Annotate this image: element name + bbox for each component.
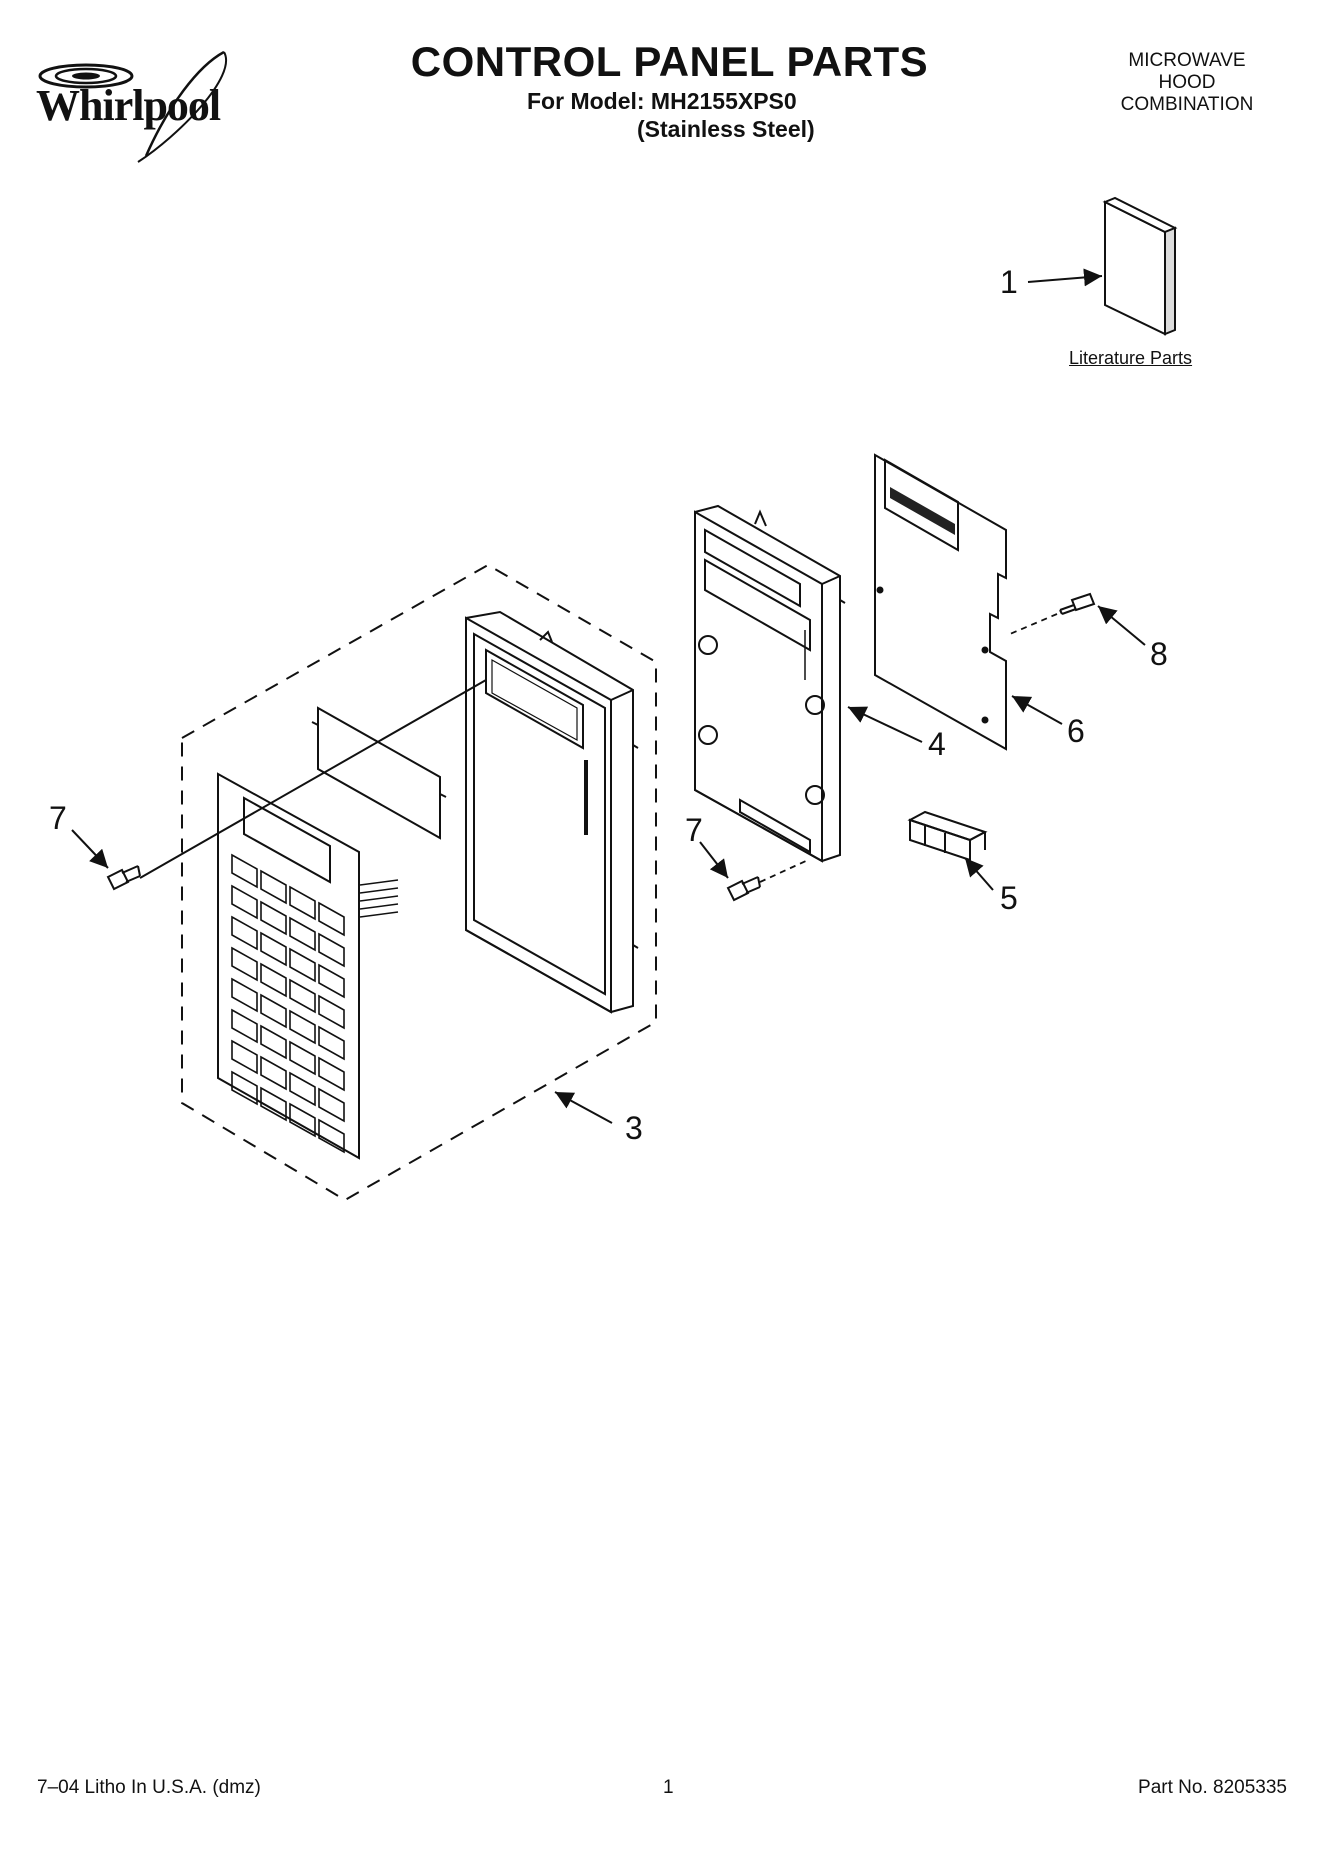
leader-line [554, 1091, 613, 1124]
keypad-membrane [217, 772, 399, 1160]
keypad-key [231, 915, 258, 951]
keypad-key [260, 900, 287, 936]
callout-1: 1 [1000, 264, 1018, 300]
keypad-key [289, 1040, 316, 1076]
keypad-key [318, 994, 345, 1030]
literature-part [1102, 196, 1178, 336]
assembly-outline [181, 563, 657, 1202]
keypad-key [260, 962, 287, 998]
leader-line [1011, 695, 1063, 725]
page-number: 1 [663, 1777, 674, 1798]
model-line: For Model: MH2155XPS0 [527, 88, 797, 114]
keypad-key [289, 978, 316, 1014]
alignment-line [759, 859, 809, 883]
keypad-key [289, 1071, 316, 1107]
alignment-line [1009, 613, 1058, 635]
product-type: MICROWAVE HOOD COMBINATION [1087, 50, 1287, 116]
callout-6: 6 [1067, 713, 1085, 749]
keypad-key [260, 931, 287, 967]
callout-7-middle: 7 [685, 812, 703, 848]
callout-3: 3 [625, 1110, 643, 1146]
keypad-key [231, 977, 258, 1013]
panel-clip [907, 810, 988, 862]
keypad-key [231, 1039, 258, 1075]
control-board [874, 453, 1007, 751]
finish-line: (Stainless Steel) [637, 116, 815, 142]
screw-part-7-middle [726, 876, 761, 902]
keypad-key [318, 963, 345, 999]
leader-line [847, 706, 923, 743]
product-type-line: MICROWAVE [1128, 50, 1246, 71]
logo-swirl-icon [38, 50, 227, 163]
leader-line [71, 829, 109, 869]
keypad-key [260, 1024, 287, 1060]
keypad-key [289, 885, 316, 921]
callout-8: 8 [1150, 636, 1168, 672]
keypad-key [231, 884, 258, 920]
part-number: Part No. 8205335 [1138, 1777, 1287, 1798]
brand-logo: Whirlpool [28, 46, 273, 166]
litho-note: 7–04 Litho In U.S.A. (dmz) [37, 1777, 261, 1798]
keypad-key [318, 932, 345, 968]
control-panel-frame [465, 610, 639, 1014]
display-window [311, 706, 447, 840]
keypad-keys [231, 853, 345, 1154]
keypad-key [231, 946, 258, 982]
keypad-key [318, 1087, 345, 1123]
brand-wordmark: Whirlpool [36, 81, 221, 130]
leader-line [699, 841, 729, 879]
screw-part-7-left [106, 865, 141, 891]
keypad-key [318, 1118, 345, 1154]
callout-7-left: 7 [49, 800, 67, 836]
leader-line [1027, 268, 1103, 287]
keypad-key [260, 869, 287, 905]
product-type-line: HOOD [1158, 72, 1216, 93]
literature-parts-label: Literature Parts [1069, 348, 1193, 368]
keypad-key [289, 1009, 316, 1045]
page-title: CONTROL PANEL PARTS [410, 38, 929, 85]
screw-part-8 [1059, 592, 1096, 615]
keypad-key [318, 1056, 345, 1092]
leader-line [1097, 605, 1146, 646]
keypad-key [260, 1055, 287, 1091]
keypad-key [289, 916, 316, 952]
alignment-line [139, 679, 487, 879]
keypad-key [231, 1008, 258, 1044]
callout-5: 5 [1000, 880, 1018, 916]
keypad-key [260, 993, 287, 1029]
keypad-key [318, 1025, 345, 1061]
panel-bracket [694, 504, 846, 863]
product-type-line: COMBINATION [1120, 94, 1254, 115]
keypad-key [231, 1070, 258, 1106]
keypad-key [231, 853, 258, 889]
keypad-key [260, 1086, 287, 1122]
keypad-key [318, 901, 345, 937]
leader-line [964, 857, 994, 891]
callout-4: 4 [928, 726, 946, 762]
keypad-key [289, 1102, 316, 1138]
keypad-key [289, 947, 316, 983]
